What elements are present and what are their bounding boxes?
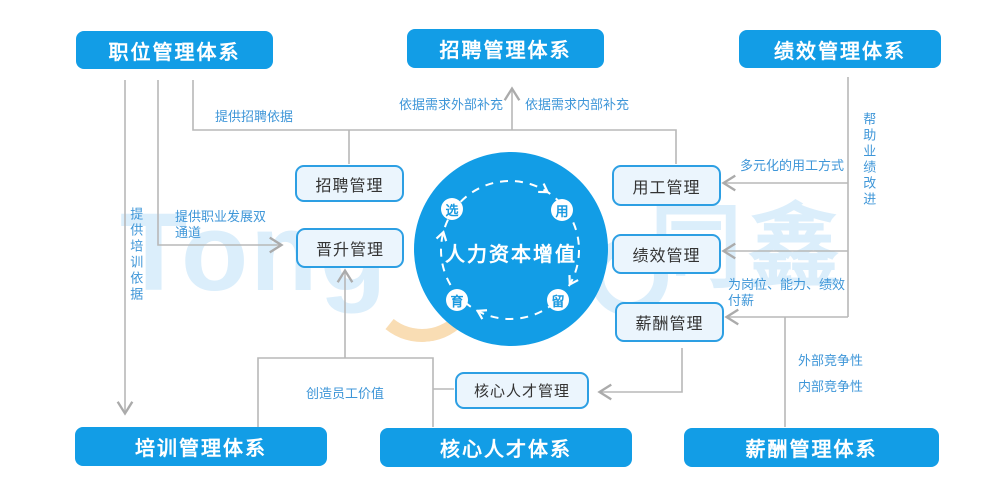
edge-position-to-promotion xyxy=(157,80,284,254)
box-position-system: 职位管理体系 xyxy=(76,31,273,69)
box-core-talent-system: 核心人才体系 xyxy=(380,428,632,467)
label-external-competitiveness: 外部竞争性 xyxy=(798,353,864,368)
label-dual-career-path: 提供职业发展双通道 xyxy=(175,209,267,241)
cycle-node-retain: 留 xyxy=(547,289,569,311)
label-help-performance-improve: 帮助业绩改进 xyxy=(861,112,877,208)
box-compensation-system: 薪酬管理体系 xyxy=(684,428,939,467)
label-provide-training-basis: 提供培训依据 xyxy=(128,207,144,303)
center-circle-title: 人力资本增值 xyxy=(445,244,577,266)
module-performance: 绩效管理 xyxy=(612,234,721,274)
cycle-dashed-ring xyxy=(440,180,580,320)
box-training-system: 培训管理体系 xyxy=(75,427,327,466)
edge-position-recruit-bus xyxy=(192,80,677,164)
cycle-node-use: 用 xyxy=(551,199,573,221)
module-recruitment: 招聘管理 xyxy=(295,165,404,202)
box-recruitment-system: 招聘管理体系 xyxy=(407,29,604,68)
module-employment: 用工管理 xyxy=(612,165,721,206)
cycle-arrows xyxy=(435,183,579,320)
module-core-talent: 核心人才管理 xyxy=(455,372,589,409)
box-performance-system: 绩效管理体系 xyxy=(739,30,941,68)
label-pay-basis: 为岗位、能力、绩效付薪 xyxy=(728,277,846,309)
label-external-supplement: 依据需求外部补充 xyxy=(399,97,504,112)
label-create-employee-value: 创造员工价值 xyxy=(306,386,385,401)
module-compensation: 薪酬管理 xyxy=(615,302,724,342)
cycle-node-select: 选 xyxy=(441,198,463,220)
label-diverse-employment: 多元化的用工方式 xyxy=(740,158,845,173)
module-promotion: 晋升管理 xyxy=(296,228,404,268)
label-provide-recruit-basis: 提供招聘依据 xyxy=(215,109,294,124)
label-internal-supplement: 依据需求内部补充 xyxy=(525,97,630,112)
cycle-node-develop: 育 xyxy=(446,289,468,311)
edge-compensation-to-core-talent xyxy=(597,348,683,401)
label-internal-competitiveness: 内部竞争性 xyxy=(798,379,864,394)
